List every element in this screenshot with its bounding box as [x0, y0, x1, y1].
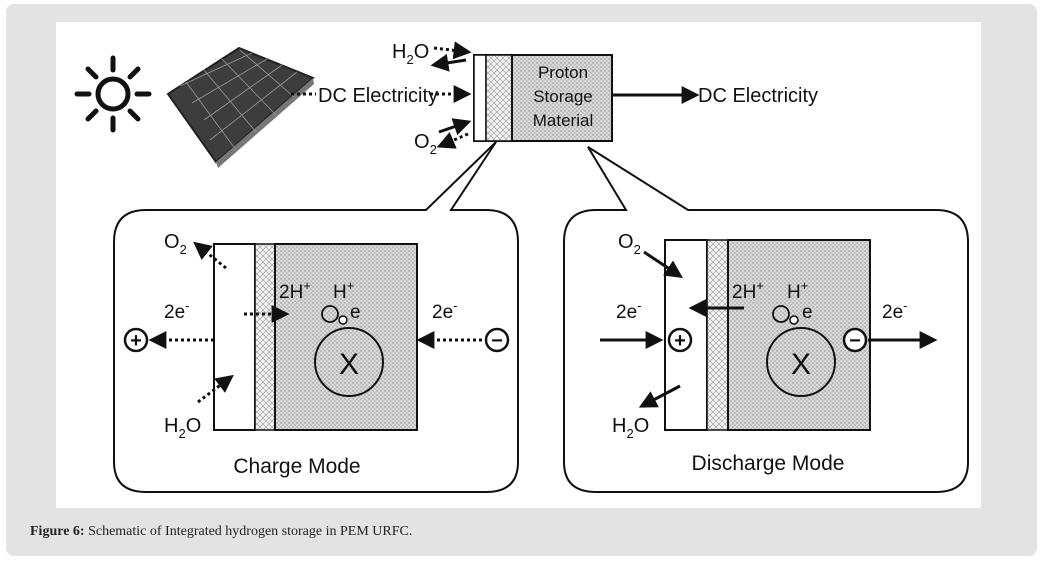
- diagram-panel: DC Electricity H2O O2 Proton Storage Mat…: [56, 22, 981, 508]
- discharge-positive-terminal-icon: [667, 327, 693, 353]
- charge-material-x: X: [339, 348, 359, 381]
- dc-out-label: DC Electricity: [698, 85, 818, 107]
- charge-h2o-label: H2O: [164, 415, 201, 441]
- discharge-hydrogen-label: H+: [787, 278, 808, 303]
- discharge-material-x: X: [791, 348, 811, 381]
- discharge-plus-sign: +: [674, 330, 686, 352]
- sun-icon: [74, 55, 152, 133]
- cell-label-line3: Material: [533, 111, 593, 130]
- charge-negative-terminal-icon: [484, 327, 510, 353]
- discharge-negative-terminal-icon: [842, 327, 868, 353]
- caption-text: Schematic of Integrated hydrogen storage…: [84, 524, 413, 539]
- discharge-o2-arrow: [643, 250, 683, 278]
- charge-h2o-arrow: [197, 374, 234, 404]
- discharge-o2-label: O2: [618, 231, 641, 257]
- top-o2-label: O2: [414, 131, 437, 157]
- caption-label: Figure 6:: [30, 524, 85, 539]
- charge-hydrogen-label: H+: [333, 278, 354, 303]
- discharge-cell: [664, 239, 871, 431]
- charge-electrons-left: 2e-: [164, 298, 189, 323]
- charge-minus-sign: −: [491, 330, 503, 352]
- charge-positive-terminal-icon: [123, 327, 149, 353]
- discharge-electron-label: e: [802, 302, 813, 323]
- discharge-minus-sign: −: [849, 330, 861, 352]
- figure-caption: Figure 6: Schematic of Integrated hydrog…: [30, 524, 412, 540]
- cell-label-line1: Proton: [538, 63, 588, 82]
- charge-plus-sign: +: [130, 330, 142, 352]
- urfc-schematic: DC Electricity H2O O2 Proton Storage Mat…: [74, 41, 969, 493]
- discharge-electrons-left: 2e-: [616, 298, 641, 323]
- top-cell: [473, 54, 613, 142]
- charge-cell: [213, 243, 418, 431]
- charge-o2-label: O2: [164, 231, 187, 257]
- top-h2o-label: H2O: [392, 41, 429, 67]
- discharge-electrons-right: 2e-: [882, 298, 907, 323]
- discharge-h2o-arrow: [638, 384, 681, 408]
- top-o2-out-arrow: [436, 132, 469, 149]
- discharge-protons-label: 2H+: [732, 278, 764, 303]
- discharge-h2o-label: H2O: [612, 415, 649, 441]
- charge-electron-label: e: [350, 302, 361, 323]
- top-h2o-in-arrow: [433, 41, 472, 60]
- charge-o2-arrow: [193, 241, 227, 270]
- discharge-mode-title: Discharge Mode: [692, 452, 845, 475]
- charge-mode-title: Charge Mode: [233, 455, 360, 478]
- dc-in-label: DC Electricity: [318, 85, 438, 107]
- top-o2-in-arrow: [438, 118, 472, 136]
- cell-label-line2: Storage: [533, 87, 593, 106]
- solar-panel-icon: [166, 46, 315, 168]
- charge-protons-label: 2H+: [279, 278, 311, 303]
- top-h2o-out-arrow: [430, 53, 467, 72]
- charge-electrons-right: 2e-: [432, 298, 457, 323]
